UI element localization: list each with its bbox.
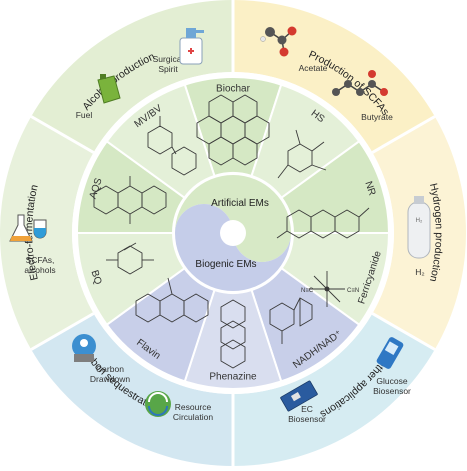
sanitizer-bottle-icon bbox=[179, 28, 204, 65]
nadh-structure-icon bbox=[269, 297, 313, 344]
item-scfas: SCFAs, bbox=[26, 255, 55, 265]
hydrogen-tank-icon: H₂ bbox=[407, 196, 431, 259]
ec-sensor-board-icon bbox=[280, 380, 318, 412]
item-surgical-spirit-line1: Surgical bbox=[153, 54, 184, 64]
item-alcohols: alcohols bbox=[24, 265, 55, 275]
item-resource-circulation-line1: Resource bbox=[175, 402, 212, 412]
svg-text:N≡C: N≡C bbox=[301, 288, 314, 294]
artificial-ems-label: Artificial EMs bbox=[211, 198, 269, 209]
item-carbon-drawdown-line2: Drawdown bbox=[90, 374, 130, 384]
biogenic-ems-label: Biogenic EMs bbox=[195, 259, 256, 270]
item-fuel: Fuel bbox=[76, 110, 93, 120]
benzoquinone-structure-icon bbox=[106, 242, 154, 275]
biochar-structure-icon bbox=[196, 94, 270, 166]
carbon-drawdown-icon bbox=[72, 334, 96, 362]
label-hydrogen-production: Hydrogen production bbox=[427, 182, 445, 283]
fuel-canister-icon bbox=[97, 74, 121, 104]
molecule-sketches: N≡C C≡N bbox=[93, 94, 370, 369]
item-resource-circulation-line2: Circulation bbox=[173, 412, 213, 422]
item-ec-biosensor-line1: EC bbox=[301, 404, 313, 414]
label-electro-fermentation: Electro-fermentation bbox=[23, 183, 41, 281]
item-carbon-drawdown-line1: Carbon bbox=[96, 364, 124, 374]
item-glucose-biosensor-line2: Biosensor bbox=[373, 386, 411, 396]
glucose-meter-icon bbox=[376, 337, 404, 369]
svg-text:C≡N: C≡N bbox=[347, 288, 359, 294]
sector-electro-fermentation bbox=[0, 116, 94, 350]
humic-substance-structure-icon bbox=[277, 129, 327, 179]
acetate-molecule-icon bbox=[260, 26, 297, 57]
item-ec-biosensor-line2: Biosensor bbox=[288, 414, 326, 424]
item-h2: H₂ bbox=[415, 267, 424, 277]
phenazine-structure-icon bbox=[220, 299, 246, 369]
mediator-sector-mv-bv bbox=[105, 83, 216, 200]
methyl-viologen-structure-icon bbox=[147, 116, 197, 176]
anthraquinone-sulfonate-structure-icon bbox=[93, 176, 167, 224]
mediator-label-nr: NR bbox=[362, 180, 377, 197]
ferricyanide-structure-icon: N≡C C≡N bbox=[301, 271, 359, 307]
item-surgical-spirit-line2: Spirit bbox=[158, 64, 178, 74]
item-acetate: Acetate bbox=[299, 63, 328, 73]
mediator-label-biochar: Biochar bbox=[216, 84, 251, 95]
mediator-ring bbox=[75, 76, 391, 390]
mediator-label-phenazine: Phenazine bbox=[209, 372, 257, 383]
butyrate-molecule-icon bbox=[332, 70, 388, 96]
flavin-structure-icon bbox=[135, 277, 209, 323]
neutral-red-structure-icon bbox=[276, 207, 370, 239]
mediator-label-bq: BQ bbox=[88, 269, 103, 286]
item-butyrate: Butyrate bbox=[361, 112, 393, 122]
svg-text:H₂: H₂ bbox=[416, 218, 423, 224]
resource-circulation-icon bbox=[145, 391, 171, 417]
item-glucose-biosensor-line1: Glucose bbox=[376, 376, 407, 386]
flask-icon bbox=[9, 214, 47, 242]
center-yin-yang: Artificial EMs Biogenic EMs bbox=[175, 175, 291, 291]
